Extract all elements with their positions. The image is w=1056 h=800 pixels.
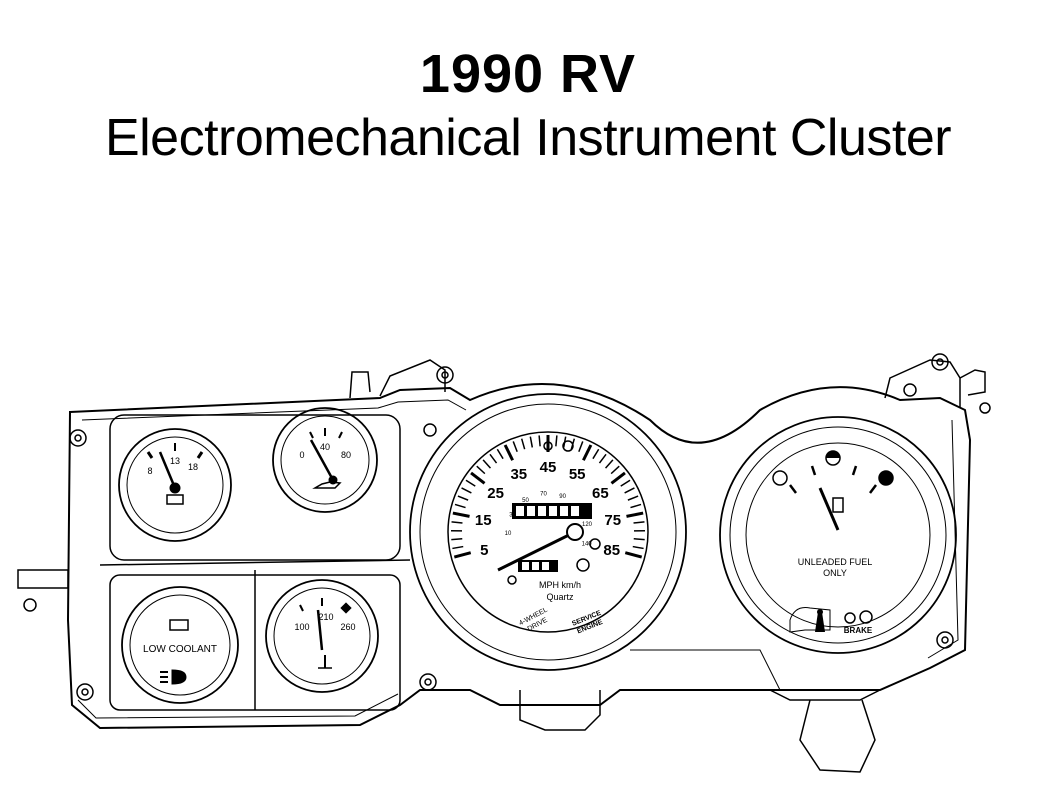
speedometer-kmh-label: 120 — [582, 522, 593, 528]
speedometer-mph-label: 55 — [569, 466, 586, 483]
seatbelt-icon — [815, 612, 825, 632]
speedometer-mph-label: 5 — [480, 542, 488, 559]
voltmeter-scale-high: 18 — [188, 462, 198, 472]
mounting-screws — [23, 353, 991, 701]
speedometer-tick — [529, 436, 534, 448]
speedometer-tick — [610, 465, 620, 475]
speedometer-tick — [482, 459, 492, 469]
voltmeter-gauge: 8 13 18 — [118, 428, 232, 542]
speedometer-tick — [624, 551, 643, 559]
speedometer-tick — [470, 471, 486, 485]
speedometer-tick — [598, 453, 607, 464]
fuel-needle — [818, 487, 840, 531]
speedometer-tick — [489, 453, 498, 464]
speedometer-kmh-label: 90 — [559, 494, 566, 500]
speedometer-tick — [582, 444, 593, 461]
speedometer-mph-label: 15 — [475, 512, 492, 529]
speedometer-mph-label: 65 — [592, 485, 609, 502]
speedometer-tick — [451, 537, 463, 541]
speedometer-mph-label: 75 — [604, 512, 621, 529]
speedometer-needle — [497, 530, 576, 572]
speedometer-tick — [624, 487, 635, 494]
low-indicator-lamp — [507, 575, 517, 585]
speedometer-ticks — [450, 435, 646, 559]
fuel-label-line2: ONLY — [823, 568, 847, 578]
speedometer-tick — [626, 511, 644, 518]
speedometer-tick — [627, 495, 639, 501]
temp-scale-high: 260 — [340, 622, 355, 632]
speedometer-tick — [454, 503, 466, 509]
speedometer-tick — [633, 521, 645, 524]
trip-reset-knob — [576, 558, 590, 572]
cluster-housing — [17, 359, 986, 773]
speedometer-tick — [578, 441, 584, 452]
speedometer-kmh-label: 50 — [522, 498, 529, 504]
fuel-empty-marker — [772, 470, 788, 486]
speedometer-tick — [620, 479, 631, 487]
oil-can-icon — [312, 481, 342, 489]
speedometer-kmh-label: 140 — [582, 541, 593, 547]
high-beam-lamp — [562, 440, 574, 452]
speedometer-tick — [512, 441, 518, 452]
speedometer-tick — [538, 435, 541, 447]
speedometer-mph-labels: 5 15 25 35 45 55 65 75 85 — [475, 459, 621, 559]
speedometer-tick — [610, 471, 626, 485]
speedometer-brand: Quartz — [546, 592, 574, 602]
speedometer-tick — [520, 438, 526, 450]
brake-label: BRAKE — [844, 626, 873, 635]
speedometer-tick — [632, 545, 644, 550]
brake-icon — [844, 612, 856, 624]
voltmeter-scale-low: 8 — [147, 466, 152, 476]
voltmeter-needle — [158, 451, 177, 489]
speedometer-tick — [503, 444, 514, 461]
headlamp-icon — [171, 669, 187, 685]
oil-scale-high: 80 — [341, 450, 351, 460]
speedometer-tick — [496, 448, 504, 460]
speedometer-tick — [452, 545, 464, 550]
low-coolant-indicator: LOW COOLANT — [121, 586, 239, 704]
speedometer-units: MPH km/h — [539, 580, 581, 590]
speedometer-mph-label: 25 — [487, 485, 504, 502]
left-gauge-panels — [99, 414, 411, 711]
speedometer-tick — [476, 465, 486, 475]
battery-warning-icon — [169, 619, 189, 631]
battery-icon — [166, 494, 184, 505]
speedometer-tick — [457, 495, 469, 501]
oil-pressure-gauge: 0 40 80 — [272, 407, 378, 513]
speedometer-mph-label: 45 — [540, 459, 557, 476]
oil-scale-mid: 40 — [320, 442, 330, 452]
diagram-subtitle: Electromechanical Instrument Cluster — [104, 109, 952, 167]
fuel-pump-icon — [832, 497, 844, 513]
speedometer-tick — [451, 521, 463, 524]
speedometer-kmh-label: 10 — [505, 531, 512, 537]
speedometer-tick — [592, 448, 600, 460]
speedometer-tick — [633, 537, 645, 541]
speedometer-tick — [461, 487, 472, 494]
fuel-label-line1: UNLEADED FUEL — [798, 557, 873, 567]
temperature-gauge: 100 210 260 — [265, 579, 379, 693]
speedometer-tick — [452, 511, 470, 518]
speedometer-tick — [630, 503, 642, 509]
speedometer-tick — [453, 551, 472, 559]
temp-scale-mid: 210 — [318, 612, 333, 622]
voltmeter-scale-mid: 13 — [170, 456, 180, 466]
diagram-title: 1990 RV — [419, 44, 637, 104]
low-coolant-label: LOW COOLANT — [143, 644, 217, 655]
oil-scale-low: 0 — [299, 450, 304, 460]
temperature-needle — [316, 609, 324, 651]
speedometer-mph-label: 35 — [510, 466, 527, 483]
oil-needle — [309, 439, 335, 481]
speedometer-mph-label: 85 — [603, 542, 620, 559]
title-block: 1990 RV Electromechanical Instrument Clu… — [0, 40, 1056, 168]
speedometer-tick — [604, 459, 614, 469]
fuel-full-marker — [878, 470, 894, 486]
fuel-gauge: UNLEADED FUEL ONLY BRAKE — [719, 416, 957, 654]
speedometer-tick — [465, 479, 476, 487]
temp-scale-low: 100 — [294, 622, 309, 632]
speedometer-tick — [555, 435, 558, 447]
speedometer-kmh-label: 70 — [540, 491, 547, 497]
